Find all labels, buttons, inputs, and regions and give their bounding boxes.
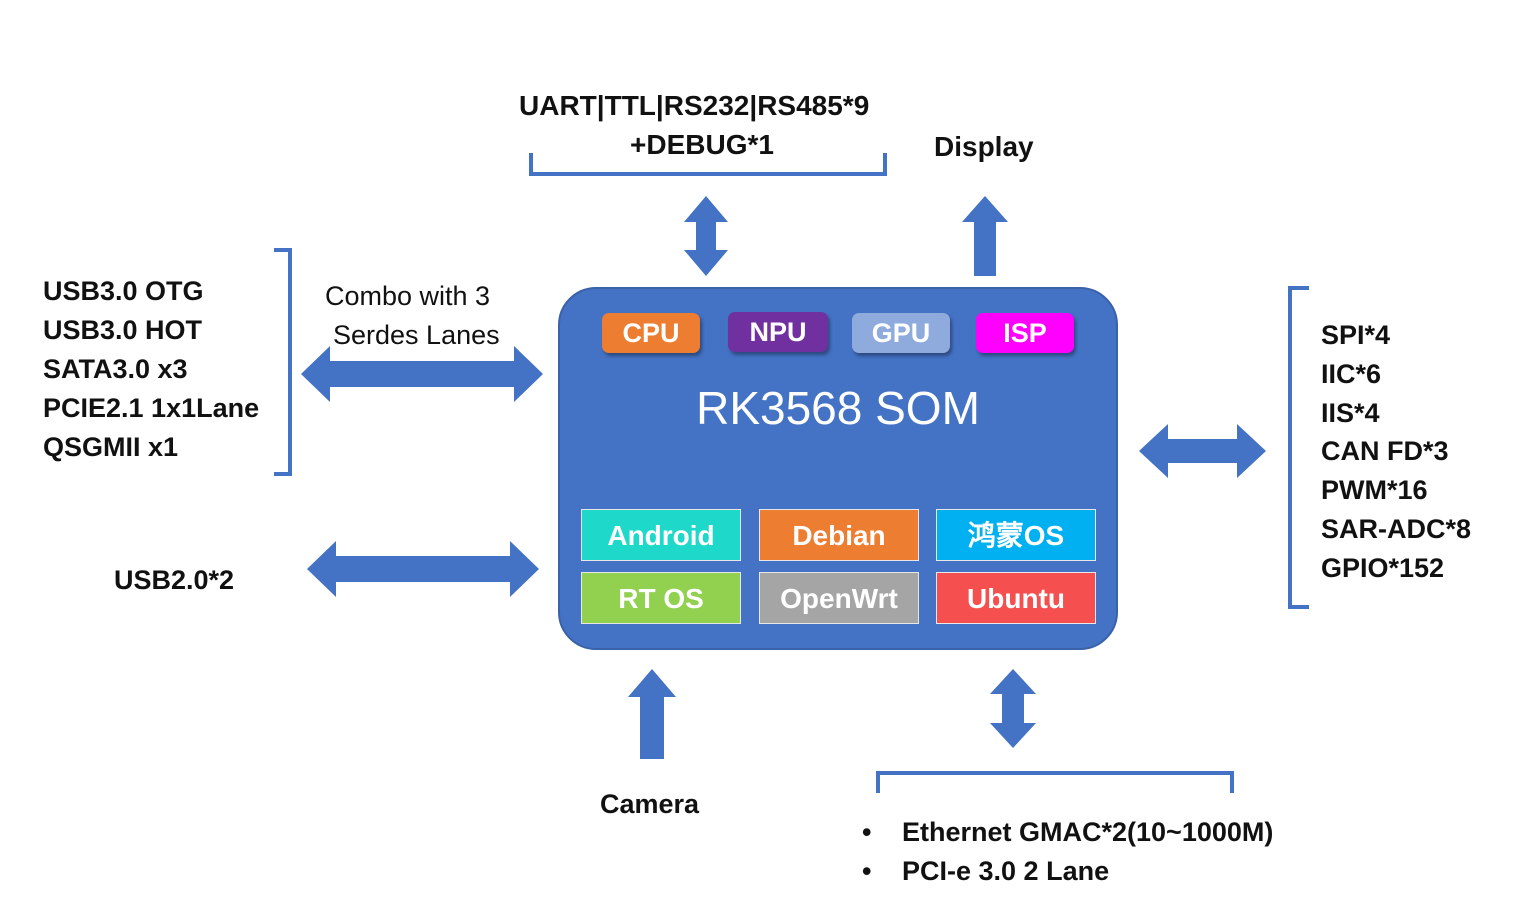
os-openwrt: OpenWrt	[759, 572, 919, 624]
right-interface-7: GPIO*152	[1321, 553, 1445, 583]
ethernet-bracket	[876, 771, 1234, 793]
combo-double-arrow	[301, 346, 543, 402]
os-harmonyos: 鸿蒙OS	[936, 509, 1096, 561]
left-interfaces-bracket	[274, 248, 292, 476]
right-interface-4: CAN FD*3	[1321, 436, 1449, 466]
right-interface-1: SPI*4	[1321, 320, 1391, 350]
os-ubuntu: Ubuntu	[936, 572, 1096, 624]
os-debian: Debian	[759, 509, 919, 561]
display-label: Display	[934, 131, 1034, 162]
uart-bracket	[529, 153, 887, 176]
combo-note-line1: Combo with 3	[325, 281, 491, 311]
gpu-chip: GPU	[852, 313, 950, 353]
usb2-label: USB2.0*2	[114, 565, 235, 595]
os-android: Android	[581, 509, 741, 561]
left-interface-2: USB3.0 HOT	[43, 315, 203, 345]
right-interface-3: IIS*4	[1321, 398, 1380, 428]
left-interface-1: USB3.0 OTG	[43, 276, 204, 306]
isp-chip: ISP	[976, 313, 1074, 353]
right-interface-2: IIC*6	[1321, 359, 1382, 389]
usb2-double-arrow	[307, 541, 539, 597]
camera-label: Camera	[600, 789, 700, 819]
ethernet-double-arrow	[990, 669, 1036, 748]
npu-chip: NPU	[728, 312, 828, 352]
right-double-arrow	[1139, 424, 1266, 478]
right-interface-5: PWM*16	[1321, 475, 1428, 505]
left-interface-5: QSGMII x1	[43, 432, 179, 462]
ethernet-item-1: • Ethernet GMAC*2(10~1000M)	[862, 813, 1273, 852]
left-interface-3: SATA3.0 x3	[43, 354, 188, 384]
cpu-chip: CPU	[602, 313, 700, 353]
ethernet-item-2-text: PCI-e 3.0 2 Lane	[902, 856, 1110, 886]
left-interface-4: PCIE2.1 1x1Lane	[43, 393, 260, 423]
ethernet-item-2: • PCI-e 3.0 2 Lane	[862, 852, 1109, 891]
bullet-dot: •	[862, 856, 872, 886]
combo-note-line2: Serdes Lanes	[333, 320, 500, 350]
display-up-arrow	[962, 196, 1008, 276]
right-interfaces-bracket	[1288, 286, 1309, 609]
som-title: RK3568 SOM	[696, 382, 980, 434]
ethernet-item-1-text: Ethernet GMAC*2(10~1000M)	[902, 817, 1274, 847]
uart-double-arrow	[684, 196, 728, 276]
bullet-dot: •	[862, 817, 872, 847]
uart-label-line2: +DEBUG*1	[630, 129, 774, 160]
os-rtos: RT OS	[581, 572, 741, 624]
uart-label-line1: UART|TTL|RS232|RS485*9	[519, 90, 870, 121]
right-interface-6: SAR-ADC*8	[1321, 514, 1472, 544]
camera-up-arrow	[628, 669, 676, 759]
